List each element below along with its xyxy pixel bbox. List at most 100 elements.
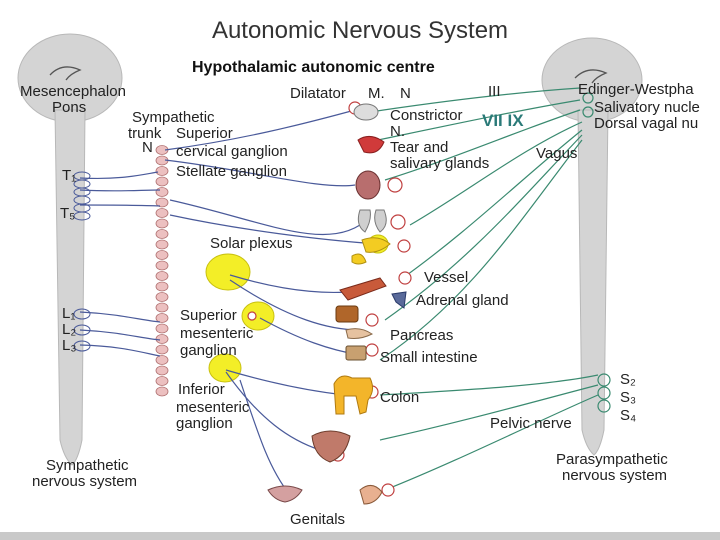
male-genitals-icon xyxy=(359,485,383,505)
chain-ganglion xyxy=(155,239,169,250)
lungs-icon xyxy=(357,209,387,233)
stomach-icon xyxy=(351,253,367,265)
label-s2: S₂ xyxy=(620,371,636,388)
sympathetic-chain xyxy=(73,145,169,397)
chain-ganglion xyxy=(155,166,169,176)
label-constrictor: Constrictor xyxy=(390,107,463,124)
chain-ganglion xyxy=(155,376,169,386)
label-s4: S₄ xyxy=(620,407,636,424)
label-parasympathetic-ns-2: nervous system xyxy=(562,467,667,484)
bladder-icon xyxy=(311,430,351,463)
label-l1: L₁ xyxy=(62,305,75,322)
heart-icon xyxy=(355,170,381,200)
chain-ganglion xyxy=(155,208,169,218)
label-inferior-1: Inferior xyxy=(178,381,225,398)
chain-ganglion xyxy=(155,365,169,376)
label-roman-vii-ix: VII IX xyxy=(482,111,524,130)
label-n-left: N xyxy=(142,139,153,156)
lumbar-root-loop xyxy=(73,340,91,352)
label-vessel: Vessel xyxy=(424,269,468,286)
label-superior-mes-3: ganglion xyxy=(180,342,237,359)
label-n-mid: N xyxy=(400,85,411,102)
chain-ganglion xyxy=(155,386,169,397)
solar-plexus-ganglion xyxy=(205,253,251,291)
kidney-icon xyxy=(335,305,359,323)
brain-marks xyxy=(49,66,608,84)
label-parasympathetic-ns-1: Parasympathetic xyxy=(556,451,668,468)
chain-ganglion xyxy=(155,302,169,313)
sympathetic-fibers xyxy=(79,109,386,496)
superior-mesenteric-ganglion xyxy=(241,301,275,331)
label-superior: Superior xyxy=(176,125,233,142)
label-salivary-glands: salivary glands xyxy=(390,155,489,172)
label-trunk: trunk xyxy=(128,125,162,142)
chain-ganglion xyxy=(155,250,169,260)
chain-ganglion xyxy=(155,260,169,271)
chain-ganglion xyxy=(155,334,169,344)
chain-ganglion xyxy=(155,271,169,281)
label-inferior-3: ganglion xyxy=(176,415,233,432)
label-adrenal-gland: Adrenal gland xyxy=(416,292,509,309)
chain-ganglion xyxy=(155,292,169,302)
diagram-subtitle: Hypothalamic autonomic centre xyxy=(192,59,435,76)
lumbar-root-loop xyxy=(73,324,91,336)
label-roman-iii: III xyxy=(488,83,501,100)
label-dorsal-vagal: Dorsal vagal nu xyxy=(594,115,698,132)
label-t1: T₁ xyxy=(62,167,76,184)
parasympathetic-cord xyxy=(541,37,643,456)
label-small-intestine: Small intestine xyxy=(380,349,478,366)
colon-icon xyxy=(333,375,374,415)
label-s3: S₃ xyxy=(620,389,636,406)
label-colon: Colon xyxy=(380,389,419,406)
label-t5: T₅ xyxy=(60,205,75,222)
chain-ganglion xyxy=(155,218,169,229)
label-n-constrictor: N. xyxy=(390,123,405,140)
parasympathetic-ganglia xyxy=(582,92,611,413)
label-inferior-2: mesenteric xyxy=(176,399,250,416)
gland-icon xyxy=(357,136,385,154)
label-m: M. xyxy=(368,85,385,102)
chain-ganglion xyxy=(155,323,169,334)
label-dilatator: Dilatator xyxy=(290,85,346,102)
chain-ganglion xyxy=(155,355,169,365)
chain-ganglion xyxy=(155,187,169,197)
organs xyxy=(267,103,407,505)
uterus-icon xyxy=(267,485,303,503)
inferior-mesenteric-ganglion xyxy=(208,353,242,383)
label-pelvic-nerve: Pelvic nerve xyxy=(490,415,572,432)
chain-ganglion xyxy=(155,281,169,292)
label-tear: Tear and xyxy=(390,139,448,156)
label-genitals: Genitals xyxy=(290,511,345,528)
label-stellate-ganglion: Stellate ganglion xyxy=(176,163,287,180)
label-superior-mes-2: mesenteric xyxy=(180,325,254,342)
label-sympathetic-ns-2: nervous system xyxy=(32,473,137,490)
chain-ganglion xyxy=(155,176,169,187)
bottom-bar xyxy=(0,532,720,540)
label-pons: Pons xyxy=(52,99,86,116)
small-intestine-icon xyxy=(345,345,367,361)
label-sympathetic-ns-1: Sympathetic xyxy=(46,457,129,474)
label-superior-mes-1: Superior xyxy=(180,307,237,324)
adrenal-icon xyxy=(391,291,407,309)
label-solar-plexus: Solar plexus xyxy=(210,235,293,252)
chain-ganglion xyxy=(155,229,169,239)
parasympathetic-fibers xyxy=(369,87,599,491)
label-l2: L₂ xyxy=(62,321,76,338)
chain-ganglion xyxy=(155,313,169,323)
sympathetic-cord xyxy=(17,33,123,466)
spinal-root-loop xyxy=(73,211,91,221)
diagram-title: Autonomic Nervous System xyxy=(212,17,508,44)
pancreas-icon xyxy=(345,328,373,339)
label-salivatory: Salivatory nucle xyxy=(594,99,700,116)
label-vagus: Vagus xyxy=(536,145,577,162)
label-cervical-ganglion: cervical ganglion xyxy=(176,143,288,160)
chain-ganglion xyxy=(155,197,169,208)
label-sympathetic-trunk: Sympathetic xyxy=(132,109,215,126)
chain-ganglion xyxy=(155,344,169,355)
eye-icon xyxy=(353,103,379,121)
lumbar-root-loop xyxy=(73,308,91,320)
vessel-icon xyxy=(339,277,387,301)
label-edinger: Edinger-Westpha xyxy=(578,81,694,98)
